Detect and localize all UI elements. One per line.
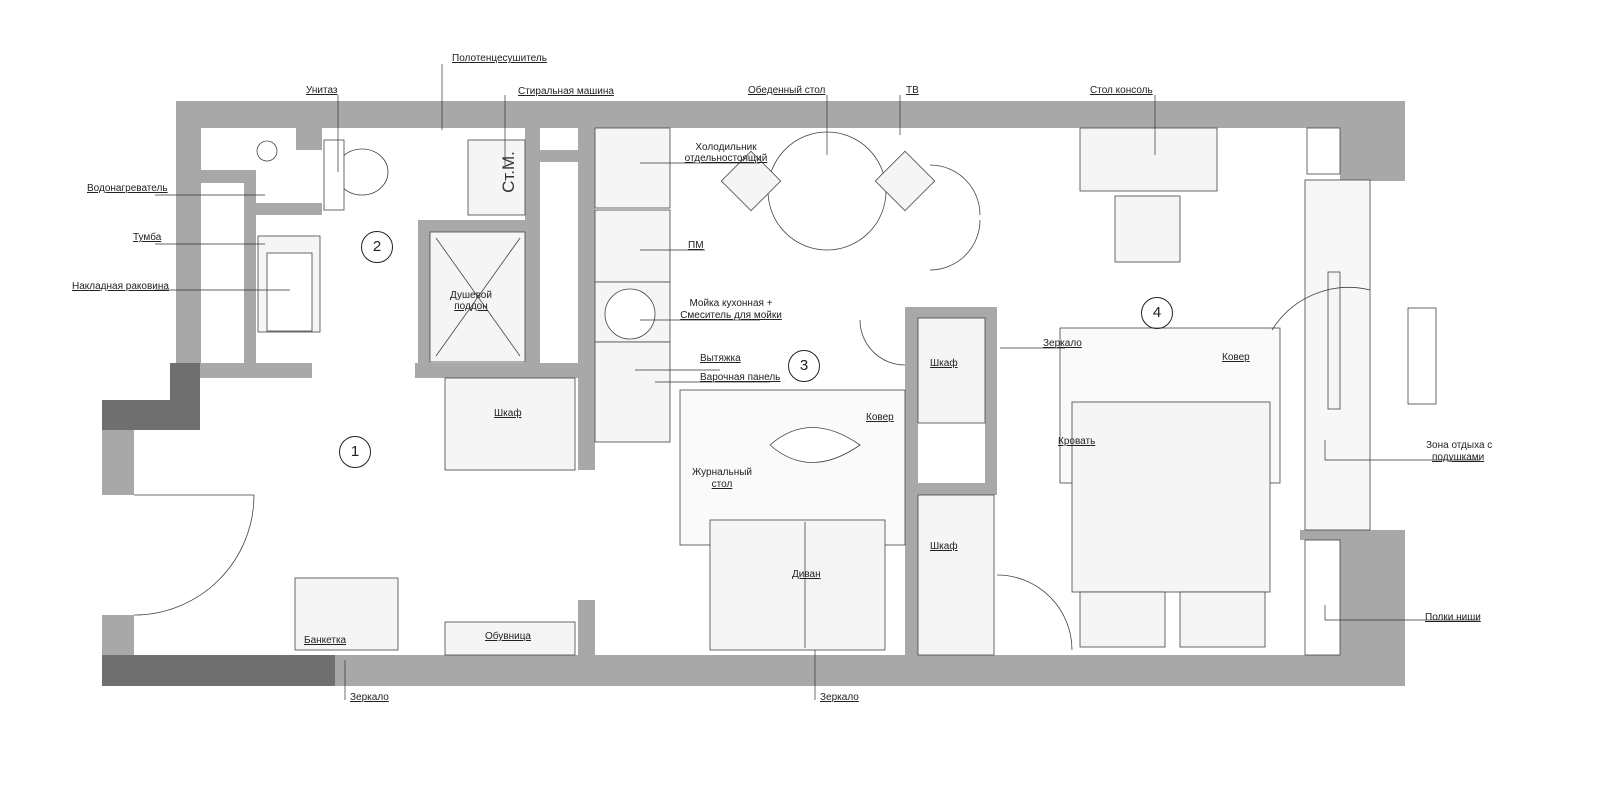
doors <box>133 164 1371 651</box>
dark-walls <box>102 363 335 686</box>
label-bench: Банкетка <box>304 635 347 646</box>
label-water-heater: Водонагреватель <box>87 183 168 194</box>
label-mirror-bedroom: Зеркало <box>1043 338 1082 349</box>
label-kitchen-sink-1: Мойка кухонная + <box>689 298 773 309</box>
label-wm-short: Ст.М. <box>498 151 518 193</box>
label-shower-1: Душевой <box>450 290 492 301</box>
label-coffee-table-2: стол <box>711 479 733 490</box>
label-mirror-hall: Зеркало <box>350 692 389 703</box>
room-number-2: 2 <box>361 231 393 263</box>
label-fridge-1: Холодильник <box>695 142 757 153</box>
label-mirror-living: Зеркало <box>820 692 859 703</box>
label-toilet: Унитаз <box>306 85 338 96</box>
label-wardrobe-living: Шкаф <box>930 358 958 369</box>
label-vanity-cabinet: Тумба <box>133 232 162 243</box>
label-rug-bedroom: Ковер <box>1222 352 1250 363</box>
room-number-4: 4 <box>1141 297 1173 329</box>
label-dining-table: Обеденный стол <box>748 85 826 96</box>
room-number-3: 3 <box>788 350 820 382</box>
label-shoe-rack: Обувница <box>485 631 531 642</box>
label-washing-machine: Стиральная машина <box>518 86 614 97</box>
label-lounge-1: Зона отдыха с <box>1426 440 1493 451</box>
label-kitchen-sink-2: Смеситель для мойки <box>680 310 782 321</box>
walls <box>102 101 1405 686</box>
label-wardrobe-hall: Шкаф <box>494 408 522 419</box>
label-coffee-table-1: Журнальный <box>692 467 752 478</box>
label-dishwasher: ПМ <box>688 240 704 251</box>
label-tv: ТВ <box>906 85 919 96</box>
label-sofa: Диван <box>792 569 821 580</box>
label-rug-living: Ковер <box>866 412 894 423</box>
label-hob: Варочная панель <box>700 372 781 383</box>
label-sink: Накладная раковина <box>72 281 169 292</box>
label-towel-dryer: Полотенцесушитель <box>452 53 547 64</box>
label-bed: Кровать <box>1058 436 1096 447</box>
furniture <box>256 127 1437 656</box>
label-fridge-2: отдельностоящий <box>684 153 768 164</box>
label-hood: Вытяжка <box>700 353 741 364</box>
label-niche-shelves: Полки ниши <box>1425 612 1481 623</box>
label-shower-2: поддон <box>454 301 488 312</box>
label-lounge-2: подушками <box>1432 452 1485 463</box>
leader-lines <box>155 64 1480 700</box>
label-console-table: Стол консоль <box>1090 85 1153 96</box>
room-number-1: 1 <box>339 436 371 468</box>
label-wardrobe-bedroom: Шкаф <box>930 541 958 552</box>
